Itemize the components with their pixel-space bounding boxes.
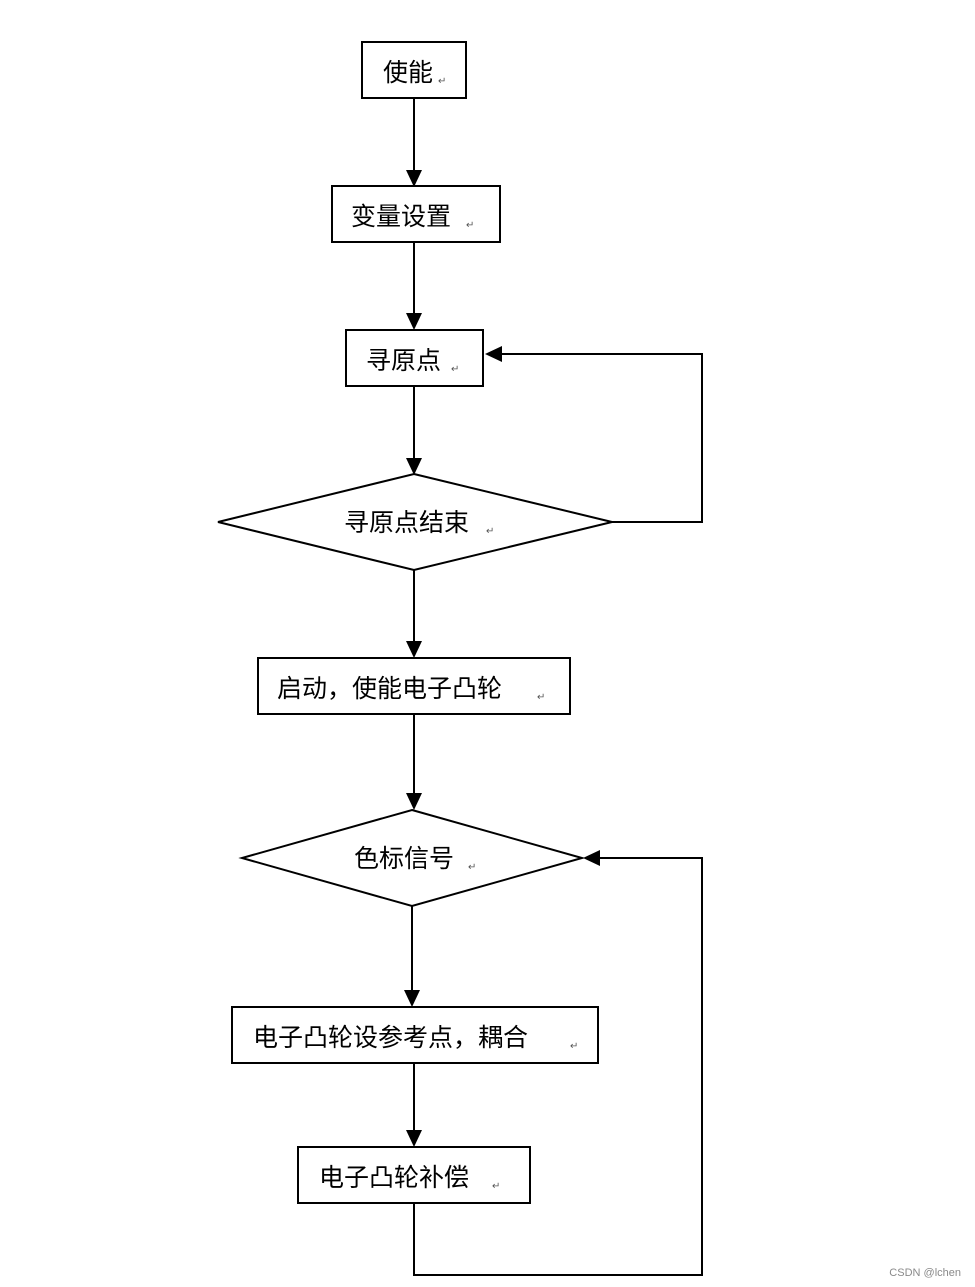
edge-homing-done-loop — [502, 353, 703, 523]
node-variable-setup: 变量设置 ↵ — [331, 185, 501, 243]
paragraph-mark: ↵ — [492, 1181, 500, 1192]
edge-compensation-loop — [413, 857, 703, 1276]
arrowhead-homing — [406, 313, 422, 330]
node-variable-setup-box — [331, 185, 501, 243]
arrowhead-color-mark-loop — [583, 850, 600, 866]
arrowhead-variable-setup — [406, 170, 422, 187]
connectors — [404, 98, 703, 1276]
node-homing-done-label: 寻原点结束 — [344, 508, 469, 537]
node-cam-compensation: 电子凸轮补偿 ↵ — [297, 1146, 531, 1204]
node-enable: 使能 ↵ — [361, 41, 467, 99]
paragraph-mark: ↵ — [486, 526, 494, 537]
node-cam-compensation-label: 电子凸轮补偿 — [319, 1163, 469, 1192]
arrowhead-cam-reference — [404, 990, 420, 1007]
paragraph-mark: ↵ — [537, 692, 545, 703]
node-homing-box — [345, 329, 484, 387]
node-color-mark-signal-diamond — [238, 808, 586, 908]
node-homing-label: 寻原点 — [366, 346, 441, 375]
node-homing-done: 寻原点结束 ↵ — [217, 472, 613, 572]
paragraph-mark: ↵ — [570, 1041, 578, 1052]
node-enable-label: 使能 — [383, 58, 433, 87]
node-homing-done-diamond — [217, 472, 613, 572]
node-start-enable-cam-label: 启动，使能电子凸轮 — [277, 674, 502, 703]
node-cam-compensation-box — [297, 1146, 531, 1204]
arrowhead-start — [406, 641, 422, 658]
arrowhead-homing-done — [406, 458, 422, 475]
watermark: CSDN @lchen — [889, 1267, 961, 1279]
arrowhead-color-mark — [406, 793, 422, 810]
node-color-mark-signal: 色标信号 ↵ — [238, 808, 586, 908]
node-start-enable-cam: 启动，使能电子凸轮 ↵ — [257, 657, 571, 715]
node-cam-reference-coupling-box — [231, 1006, 599, 1064]
paragraph-mark: ↵ — [466, 220, 474, 231]
node-variable-setup-label: 变量设置 — [351, 202, 451, 231]
arrowhead-compensation — [406, 1130, 422, 1147]
node-cam-reference-coupling-label: 电子凸轮设参考点，耦合 — [253, 1023, 528, 1052]
node-start-enable-cam-box — [257, 657, 571, 715]
paragraph-mark: ↵ — [468, 862, 476, 873]
node-homing: 寻原点 ↵ — [345, 329, 484, 387]
arrowhead-homing-loop — [485, 346, 502, 362]
node-color-mark-signal-label: 色标信号 — [354, 844, 454, 873]
node-cam-reference-coupling: 电子凸轮设参考点，耦合 ↵ — [231, 1006, 599, 1064]
node-enable-box — [361, 41, 467, 99]
paragraph-mark: ↵ — [451, 364, 459, 375]
paragraph-mark: ↵ — [438, 76, 446, 87]
